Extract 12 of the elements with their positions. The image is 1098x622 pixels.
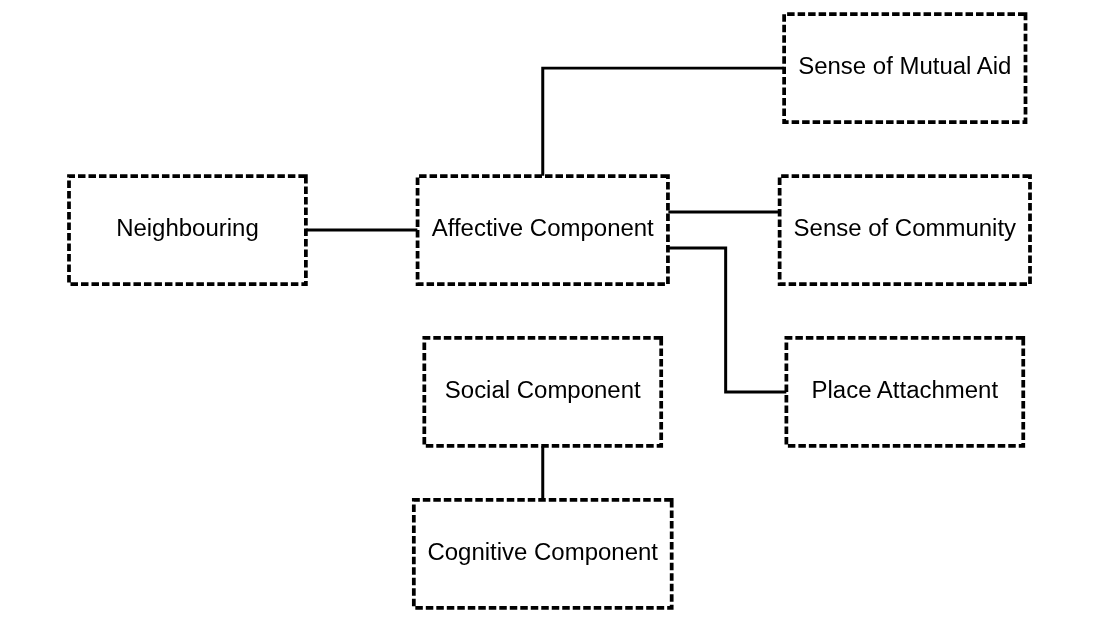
node-box: Affective Component	[415, 174, 670, 286]
connector	[305, 228, 417, 232]
node-box: Social Component	[421, 336, 663, 448]
connector	[540, 66, 784, 176]
node-box: Sense of Mutual Aid	[781, 12, 1027, 124]
node-box: Neighbouring	[66, 174, 308, 286]
connector	[667, 246, 786, 394]
node-box: Sense of Community	[777, 174, 1032, 286]
node-box: Cognitive Component	[411, 498, 674, 610]
node-box: Place Attachment	[784, 336, 1025, 448]
connector	[667, 210, 779, 214]
connector	[540, 446, 544, 500]
